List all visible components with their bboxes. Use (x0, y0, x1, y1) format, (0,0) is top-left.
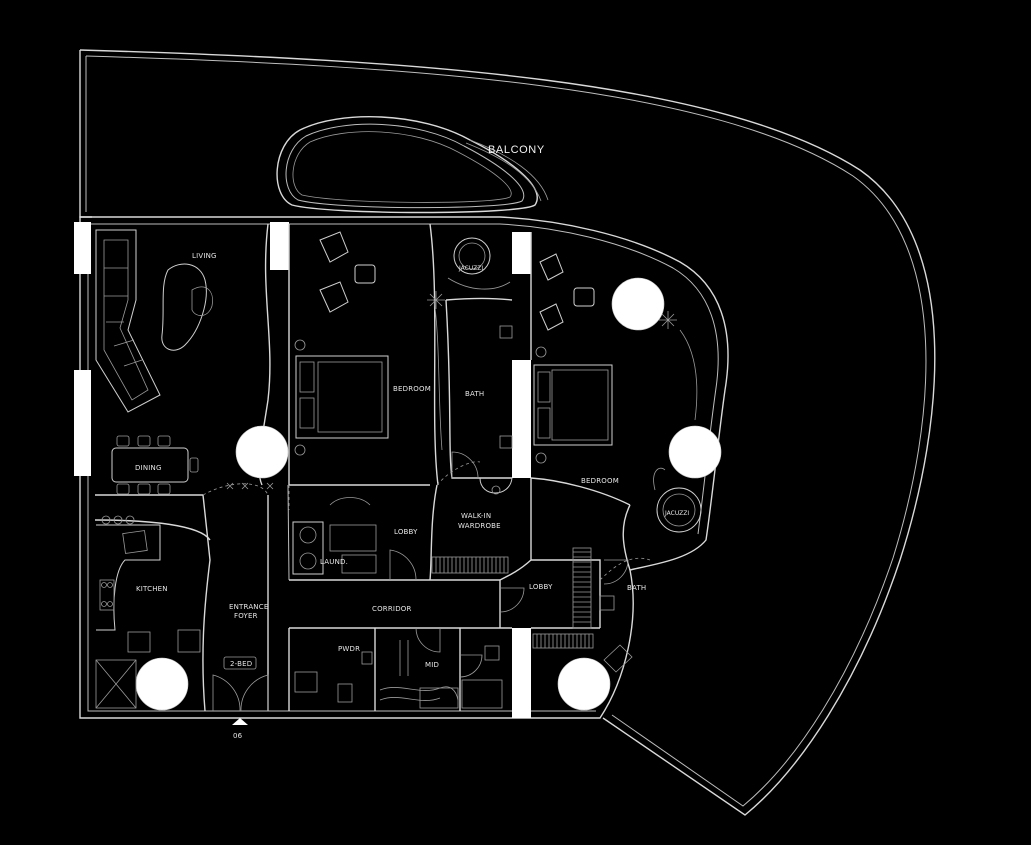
label-balcony: BALCONY (488, 144, 545, 156)
label-unit-number: 06 (233, 732, 243, 740)
label-jacuzzi-2: JACUZZI (664, 510, 689, 517)
label-wardrobe: WARDROBE (458, 522, 501, 530)
door-swings (212, 451, 629, 712)
label-living: LIVING (192, 252, 217, 260)
column (557, 657, 611, 711)
bedroom-1-furniture (292, 231, 443, 575)
label-bath-1: BATH (465, 390, 484, 398)
window-strips (74, 222, 531, 718)
label-corridor: CORRIDOR (372, 605, 412, 613)
bedroom-2-furniture (533, 253, 698, 464)
label-laundry: LAUND. (320, 558, 348, 566)
label-walkin: WALK-IN (461, 512, 491, 520)
column (668, 425, 722, 479)
bath-1-fixtures (447, 237, 513, 495)
plant-icons (226, 291, 677, 490)
label-bedroom-1: BEDROOM (393, 385, 431, 393)
label-pwdr: PWDR (338, 645, 360, 653)
structural-columns (135, 277, 722, 711)
wardrobe-racks (431, 547, 594, 649)
label-kitchen: KITCHEN (136, 585, 168, 593)
column (235, 425, 289, 479)
label-foyer: FOYER (234, 612, 258, 620)
living-lounge-chair (161, 263, 213, 351)
label-dining: DINING (135, 464, 162, 472)
interior-walls (94, 223, 651, 712)
label-bedroom-2: BEDROOM (581, 477, 619, 485)
column (135, 657, 189, 711)
label-lobby-2: LOBBY (529, 583, 553, 591)
room-labels: BALCONY LIVING DINING KITCHEN ENTRANCE F… (135, 144, 689, 740)
label-unit-type: 2-BED (230, 660, 252, 668)
entry-marker (223, 656, 257, 725)
label-bath-2: BATH (627, 584, 646, 592)
label-entrance: ENTRANCE (229, 603, 268, 611)
bath-2-fixtures (599, 467, 702, 673)
column (611, 277, 665, 331)
dining-table (111, 435, 199, 495)
balcony-outline (79, 49, 936, 816)
label-lobby-1: LOBBY (394, 528, 418, 536)
label-jacuzzi-1: JACUZZI (458, 265, 483, 272)
living-sofa (95, 229, 161, 413)
label-mid: MID (425, 661, 439, 669)
balcony-pool (276, 116, 549, 214)
powder-mid-fixtures (294, 640, 503, 709)
kitchen-fixtures (95, 515, 201, 709)
